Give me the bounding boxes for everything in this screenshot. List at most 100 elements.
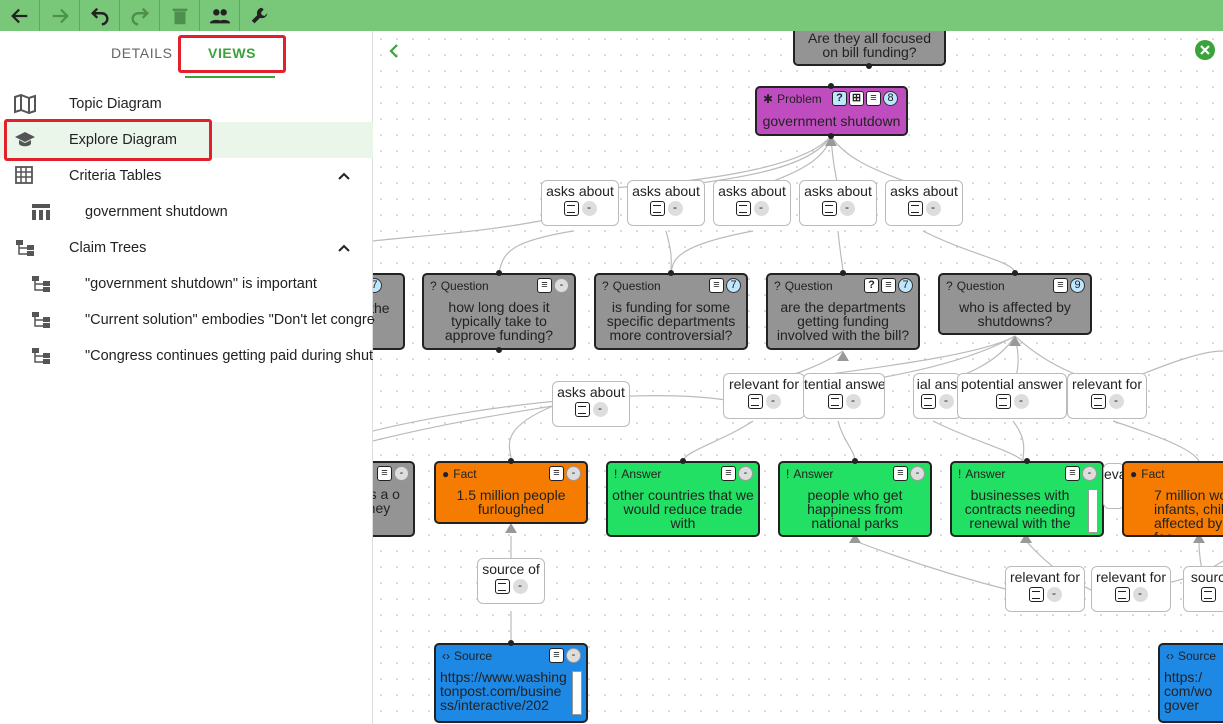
fact-node[interactable]: ●Fact ≡- 1.5 million people furloughed: [434, 461, 588, 524]
node-scrollbar[interactable]: [1088, 489, 1098, 533]
sidebar-item-explore-diagram[interactable]: Explore Diagram: [0, 122, 373, 158]
document-icon[interactable]: ≡: [709, 278, 724, 293]
source-node[interactable]: ‹›Source ≡- https://www.washingtonpost.c…: [434, 643, 588, 723]
question-node[interactable]: ?Question ≡9 who is affected by shutdown…: [938, 273, 1092, 335]
redo-button[interactable]: [120, 0, 160, 31]
document-icon[interactable]: ≡: [893, 466, 908, 481]
document-icon[interactable]: ≡: [881, 278, 896, 293]
close-icon[interactable]: [1195, 40, 1215, 60]
minus-icon[interactable]: -: [839, 201, 855, 216]
undo-button[interactable]: [80, 0, 120, 31]
document-icon[interactable]: ≡: [721, 466, 736, 481]
minus-icon[interactable]: -: [1108, 394, 1124, 409]
document-icon[interactable]: ≡: [1053, 278, 1068, 293]
edge-label[interactable]: eva: [1103, 463, 1125, 509]
question-node[interactable]: Are they all focused on bill funding?: [793, 31, 946, 66]
edge-label[interactable]: relevant for-: [1067, 373, 1147, 419]
document-icon[interactable]: [747, 394, 763, 409]
edge-label[interactable]: potential answer-: [957, 373, 1067, 419]
document-icon[interactable]: ≡: [866, 91, 881, 106]
collapse-panel-chevron-icon[interactable]: [387, 43, 401, 59]
edge-label[interactable]: sourc: [1183, 566, 1223, 612]
sidebar-item-claim-trees[interactable]: Claim Trees: [0, 230, 373, 266]
edge-label[interactable]: tential answer to-: [803, 373, 885, 419]
source-node[interactable]: ‹›Source https:/ com/wo gover: [1158, 643, 1223, 723]
edge-label[interactable]: asks about-: [552, 381, 630, 427]
count-badge[interactable]: -: [1082, 466, 1097, 481]
count-badge[interactable]: -: [394, 466, 409, 481]
document-icon[interactable]: ≡: [537, 278, 552, 293]
minus-icon[interactable]: -: [592, 402, 608, 417]
count-badge[interactable]: -: [566, 466, 581, 481]
document-icon[interactable]: ≡: [549, 466, 564, 481]
edge-label[interactable]: asks about-: [799, 180, 877, 226]
sidebar-item-claim-tree-3[interactable]: "Congress continues getting paid during …: [0, 338, 373, 374]
sidebar-item-claim-tree-2[interactable]: "Current solution" embodies "Don't let c…: [0, 302, 373, 338]
minus-icon[interactable]: -: [1132, 587, 1148, 602]
document-icon[interactable]: [995, 394, 1011, 409]
chevron-up-icon[interactable]: [337, 169, 351, 183]
question-icon[interactable]: ?: [832, 91, 847, 106]
answer-node[interactable]: !Answer ≡- people who get happiness from…: [778, 461, 932, 537]
table-icon[interactable]: ⊞: [849, 91, 864, 106]
document-icon[interactable]: [1114, 587, 1130, 602]
document-icon[interactable]: [649, 201, 665, 216]
sidebar-item-criteria-table-government-shutdown[interactable]: government shutdown: [0, 194, 373, 230]
edge-label[interactable]: source of-: [477, 558, 545, 604]
document-icon[interactable]: [1090, 394, 1106, 409]
minus-icon[interactable]: -: [512, 579, 528, 594]
count-badge[interactable]: 7: [373, 278, 382, 293]
tab-details[interactable]: DETAILS: [111, 45, 173, 61]
delete-button[interactable]: [160, 0, 200, 31]
edge-label[interactable]: relevant for-: [1091, 566, 1171, 612]
sidebar-item-criteria-tables[interactable]: Criteria Tables: [0, 158, 373, 194]
forward-button[interactable]: [40, 0, 80, 31]
edge-label[interactable]: ial ans-: [913, 373, 961, 419]
document-icon[interactable]: [1200, 587, 1216, 602]
edge-label[interactable]: asks about-: [713, 180, 791, 226]
document-icon[interactable]: [574, 402, 590, 417]
count-badge[interactable]: -: [910, 466, 925, 481]
count-badge[interactable]: 7: [726, 278, 741, 293]
answer-node[interactable]: !Answer ≡- businesses with contracts nee…: [950, 461, 1104, 537]
minus-icon[interactable]: -: [753, 201, 769, 216]
edge-label[interactable]: relevant for-: [723, 373, 805, 419]
minus-icon[interactable]: -: [667, 201, 683, 216]
document-icon[interactable]: [735, 201, 751, 216]
minus-icon[interactable]: -: [938, 394, 954, 409]
question-node[interactable]: ?Question ≡- how long does it typically …: [422, 273, 576, 350]
settings-button[interactable]: [240, 0, 280, 31]
node-scrollbar[interactable]: [572, 671, 582, 715]
answer-node[interactable]: !Answer ≡- other countries that we would…: [606, 461, 760, 537]
edge-label[interactable]: asks about-: [885, 180, 963, 226]
minus-icon[interactable]: -: [581, 201, 597, 216]
count-badge[interactable]: -: [566, 648, 581, 663]
question-icon[interactable]: ?: [864, 278, 879, 293]
diagram-canvas[interactable]: Are they all focused on bill funding? ✱ …: [373, 31, 1223, 724]
document-icon[interactable]: ≡: [549, 648, 564, 663]
minus-icon[interactable]: -: [925, 201, 941, 216]
sidebar-item-claim-tree-1[interactable]: "government shutdown" is important: [0, 266, 373, 302]
document-icon[interactable]: [563, 201, 579, 216]
edge-label[interactable]: relevant for-: [1005, 566, 1085, 612]
tab-views[interactable]: VIEWS: [208, 45, 257, 61]
question-node[interactable]: ?Question ?≡7 are the departments gettin…: [766, 273, 920, 350]
document-icon[interactable]: [827, 394, 843, 409]
document-icon[interactable]: [920, 394, 936, 409]
count-badge[interactable]: -: [738, 466, 753, 481]
edge-label[interactable]: asks about-: [541, 180, 619, 226]
question-node[interactable]: ?Question ≡7 is funding for some specifi…: [594, 273, 748, 350]
document-icon[interactable]: ≡: [377, 466, 392, 481]
fact-node[interactable]: ●Fact 7 million wor infants, chil affect…: [1122, 461, 1223, 537]
count-badge[interactable]: -: [554, 278, 569, 293]
count-badge[interactable]: 7: [898, 278, 913, 293]
minus-icon[interactable]: -: [1013, 394, 1029, 409]
sidebar-item-topic-diagram[interactable]: Topic Diagram: [0, 86, 373, 122]
minus-icon[interactable]: -: [765, 394, 781, 409]
question-node[interactable]: 7 ess the e?: [373, 273, 405, 350]
document-icon[interactable]: ≡: [1065, 466, 1080, 481]
minus-icon[interactable]: -: [845, 394, 861, 409]
edge-label[interactable]: asks about-: [627, 180, 705, 226]
back-button[interactable]: [0, 0, 40, 31]
problem-node[interactable]: ✱ Problem ? ⊞ ≡ 8 government shutdown: [755, 86, 908, 136]
